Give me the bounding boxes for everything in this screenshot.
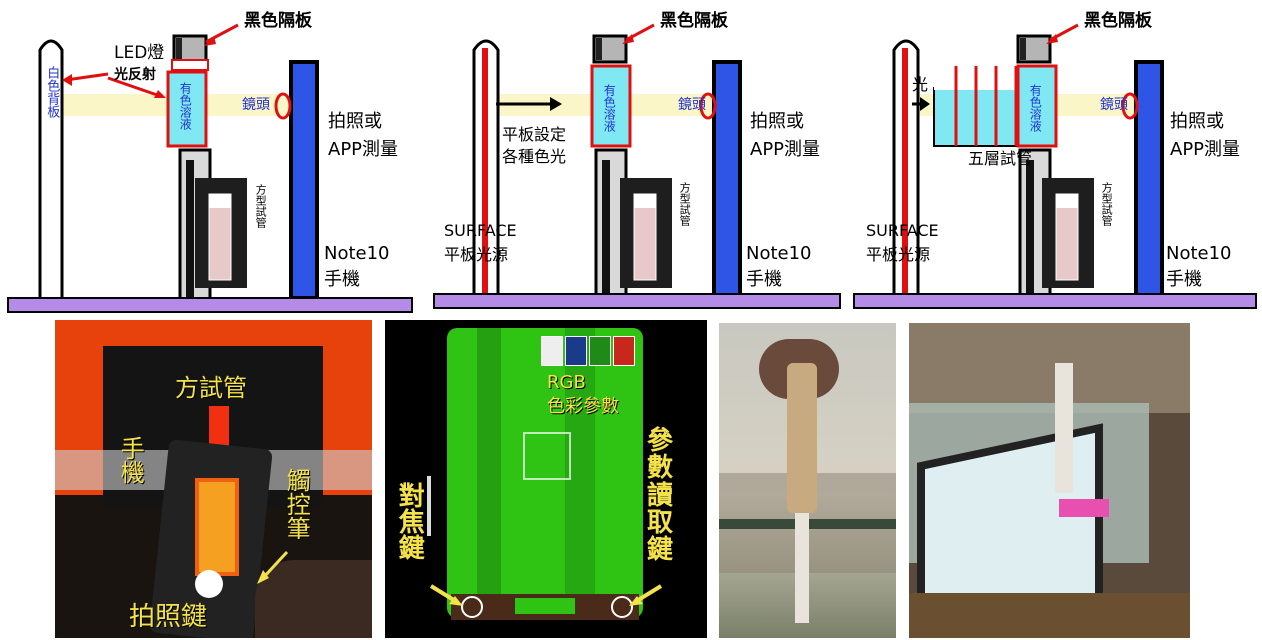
photo-or-label: 拍照或 (1170, 111, 1224, 132)
phone-screen-glow (195, 478, 239, 576)
dark-stripe (477, 328, 501, 598)
photo-phone-measurement: 方試管 手機 觸控筆 拍照鍵 (55, 320, 372, 638)
phone-annotation: 手機 (116, 436, 145, 484)
red-tube (209, 406, 229, 446)
stylus-arrow (257, 550, 289, 584)
bottom-green-button (515, 598, 575, 614)
square-tube-label: 方型試管 (678, 182, 692, 226)
led-label: LED燈 (114, 43, 165, 63)
tablet-source-label: 平板光源 (866, 245, 931, 264)
stylus-annotation: 觸控筆 (282, 468, 311, 540)
photo-or-label: 拍照或 (750, 111, 804, 132)
black-plate-label: 黑色隔板 (244, 11, 312, 31)
shutter-button (195, 570, 223, 598)
hand (255, 560, 372, 638)
pipette-tip (1055, 363, 1073, 493)
diagram-tablet-drawing (433, 23, 841, 309)
pipette-tip (795, 513, 809, 623)
photo-tank-setup (909, 323, 1190, 638)
tablet-source-label: 平板光源 (444, 245, 509, 264)
phone-label: 手機 (746, 269, 782, 290)
app-measure-label: APP測量 (750, 139, 821, 160)
shutter-key-annotation: 拍照鍵 (129, 602, 208, 632)
lens-label: 鏡頭 (1100, 97, 1128, 113)
phone-label: 手機 (1166, 269, 1202, 290)
square-tube-label: 方型試管 (254, 184, 268, 228)
surface-label: SURFACE (866, 221, 939, 240)
light-label: 光 (912, 75, 929, 94)
param-read-key-annotation: 參數讀取鍵 (647, 426, 674, 566)
rgb-params-annotation: 色彩參數 (547, 396, 619, 417)
diagram-tablet-setup: 黑色隔板 平板設定 各種色光 有色溶液 鏡頭 拍照或 APP測量 方型試管 SU… (428, 0, 848, 318)
colored-solution-label: 有色溶液 (1028, 84, 1043, 132)
square-tube-annotation: 方試管 (175, 374, 247, 402)
white-backboard-label: 白色背板 (44, 66, 60, 118)
diagram-five-tube-setup: 黑色隔板 光 有色溶液 鏡頭 五層試管 拍照或 APP測量 方型試管 SURFA… (852, 0, 1262, 318)
black-plate-label: 黑色隔板 (660, 11, 728, 31)
phone-label: 手機 (324, 269, 360, 290)
shelf (909, 323, 1190, 413)
tablet-setting-label: 平板設定 (502, 125, 567, 144)
phone-model-label: Note10 (1166, 243, 1232, 264)
focus-button-icon (461, 596, 483, 618)
light-reflect-label: 光反射 (114, 67, 156, 83)
phone-model-label: Note10 (746, 243, 812, 264)
button-arrows (429, 584, 663, 606)
tablet-colors-label: 各種色光 (502, 147, 567, 166)
app-measure-label: APP測量 (1170, 139, 1241, 160)
chip-white (541, 336, 563, 366)
param-read-button-icon (611, 596, 633, 618)
colored-solution-label: 有色溶液 (178, 82, 193, 130)
photo-pipette (719, 323, 896, 638)
focus-key-annotation: 對焦鍵 (394, 482, 425, 560)
app-measure-label: APP測量 (328, 139, 399, 160)
diagram-led-setup: 黑色隔板 LED燈 光反射 白色背板 有色溶液 鏡頭 拍照或 APP測量 方型試… (0, 0, 420, 318)
square-tube-label: 方型試管 (1100, 182, 1114, 226)
chip-blue (565, 336, 587, 366)
pink-solution (1059, 499, 1109, 517)
phone-model-label: Note10 (324, 243, 390, 264)
side-bar (427, 476, 431, 536)
black-plate-label: 黑色隔板 (1084, 11, 1152, 31)
five-tubes-label: 五層試管 (968, 149, 1033, 168)
chip-green (589, 336, 611, 366)
wood-base (909, 593, 1190, 638)
diagram-led-drawing (7, 23, 413, 313)
diagram-five-tube-drawing (853, 23, 1257, 309)
focus-reticle (523, 432, 571, 480)
surface-label: SURFACE (444, 221, 517, 240)
pipette-body (787, 363, 817, 513)
chip-red (613, 336, 635, 366)
lens-label: 鏡頭 (242, 97, 270, 113)
photo-or-label: 拍照或 (328, 111, 382, 132)
lens-label: 鏡頭 (678, 97, 706, 113)
rgb-annotation: RGB (547, 372, 586, 393)
colored-solution-label: 有色溶液 (602, 84, 617, 132)
photo-app-screen: RGB 色彩參數 對焦鍵 參數讀取鍵 (385, 320, 707, 638)
channel-chips (541, 336, 635, 366)
